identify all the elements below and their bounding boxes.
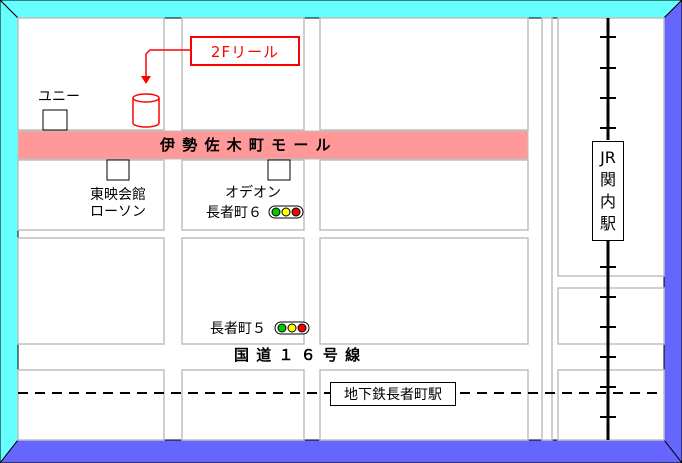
map-area: [17, 17, 665, 441]
jr-kannai-station-label: JR 関 内 駅: [592, 141, 624, 241]
chojamachi5-label: 長者町５: [210, 321, 266, 337]
frame-left: [0, 0, 19, 463]
nai-text: 内: [599, 192, 616, 211]
traffic-light-icon: [274, 321, 310, 335]
isezaki-mall-label: 伊 勢 佐 木 町 モ ー ル: [160, 136, 332, 154]
odeon-label: オデオン: [225, 185, 281, 201]
chojamachi6-label: 長者町６: [206, 205, 262, 221]
frame-top: [0, 0, 682, 19]
kan-text: 関: [599, 170, 616, 189]
eki-text: 駅: [599, 214, 616, 233]
pointer-arrow-icon: [141, 49, 190, 84]
route16-label: 国 道 １ ６ 号 線: [234, 346, 362, 364]
toei-building: [106, 159, 130, 181]
frame-right: [663, 0, 682, 463]
subway-station-label: 地下鉄長者町駅: [330, 382, 456, 406]
toei-label: 東映会館: [90, 187, 146, 203]
jr-text: JR: [600, 148, 616, 167]
shop-label: 2Fリール: [190, 36, 300, 66]
isezaki-mall-street: [17, 130, 529, 160]
city-blocks: [17, 17, 665, 441]
building-cylinder-icon: [132, 93, 160, 128]
frame-bottom: [0, 439, 682, 463]
lawson-label: ローソン: [90, 204, 146, 220]
uny-label: ユニー: [38, 89, 80, 105]
traffic-light-icon: [268, 205, 304, 219]
odeon-building: [267, 159, 291, 181]
uny-building: [42, 109, 68, 131]
railway-ties: [600, 36, 616, 418]
